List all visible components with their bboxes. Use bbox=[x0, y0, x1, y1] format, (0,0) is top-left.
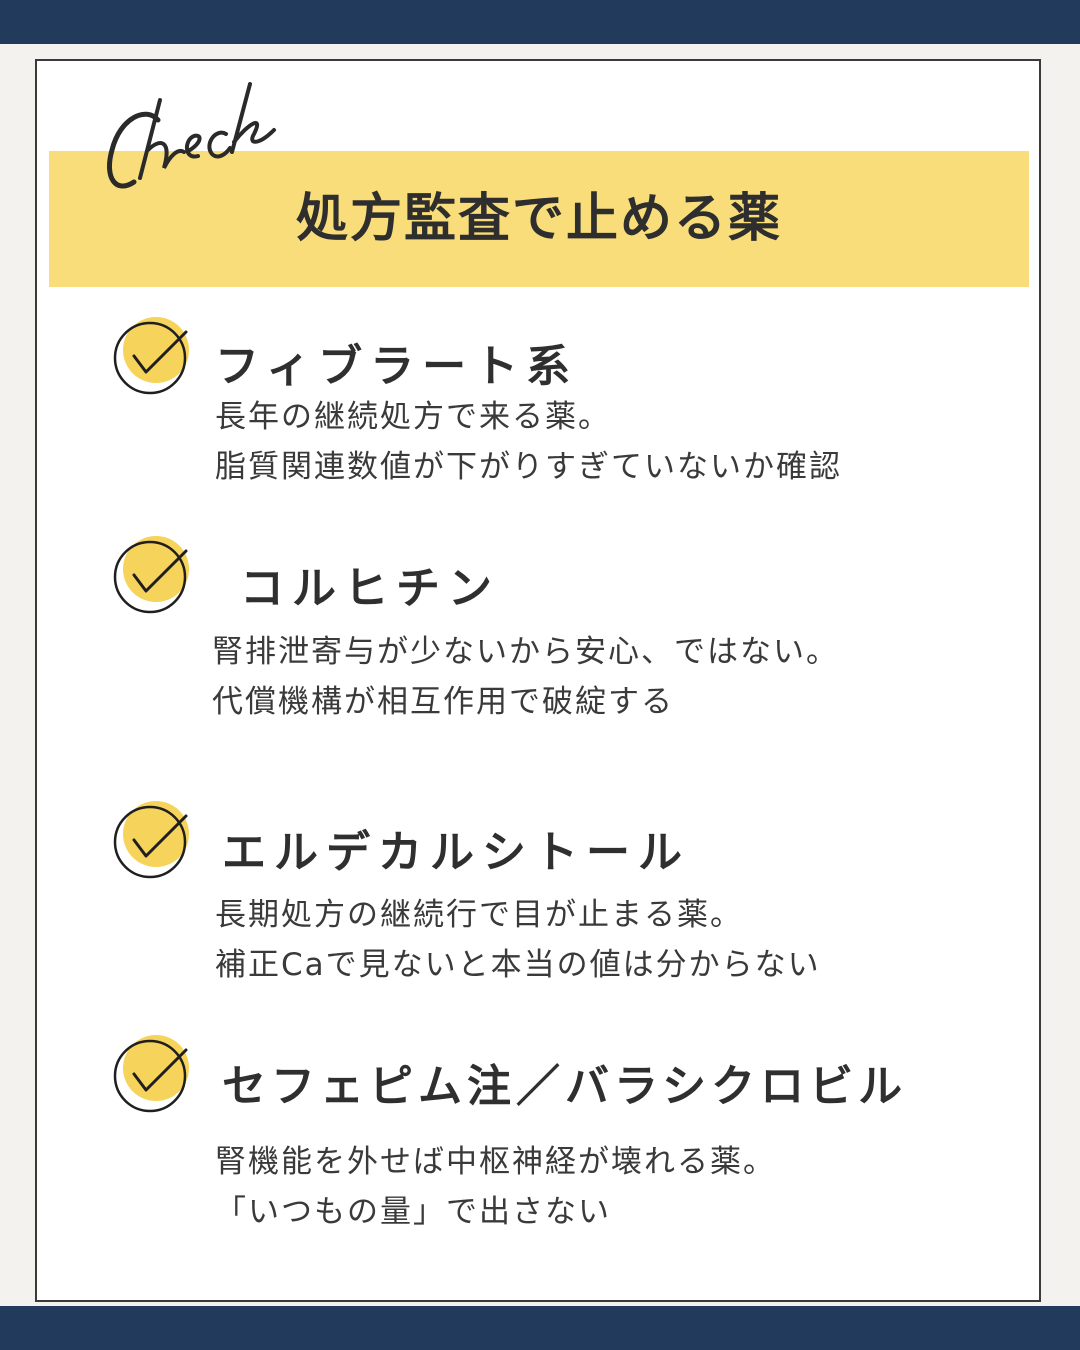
item-title-cefepime-valaciclovir: セフェピム注／バラシクロビル bbox=[222, 1061, 908, 1112]
item-desc-line1: 腎排泄寄与が少ないから安心、ではない。 bbox=[212, 634, 839, 670]
title-banner bbox=[49, 151, 1029, 287]
item-title-fibrate: フィブラート系 bbox=[215, 341, 579, 392]
checkmark-circle-icon bbox=[113, 801, 189, 879]
item-title-eldecalcitol: エルデカルシトール bbox=[222, 827, 690, 878]
checkmark-circle-icon bbox=[113, 1035, 189, 1113]
item-desc-line2: 「いつもの量」で出さない bbox=[215, 1194, 611, 1230]
item-desc-line1: 長期処方の継続行で目が止まる薬。 bbox=[215, 897, 743, 933]
item-desc-line1: 腎機能を外せば中枢神経が壊れる薬。 bbox=[215, 1144, 776, 1180]
page-title: 処方監査で止める薬 bbox=[295, 189, 782, 249]
item-desc-line2: 脂質関連数値が下がりすぎていないか確認 bbox=[215, 449, 842, 485]
checkmark-circle-icon bbox=[113, 317, 189, 395]
item-title-colchicine: コルヒチン bbox=[240, 563, 500, 614]
top-bar bbox=[0, 0, 1080, 44]
item-desc-line2: 代償機構が相互作用で破綻する bbox=[212, 684, 674, 720]
checkmark-circle-icon bbox=[113, 536, 189, 614]
item-desc-line2: 補正Caで見ないと本当の値は分からない bbox=[215, 947, 821, 983]
check-script-logo bbox=[106, 82, 276, 189]
item-desc-line1: 長年の継続処方で来る薬。 bbox=[215, 399, 611, 435]
bottom-bar bbox=[0, 1306, 1080, 1350]
